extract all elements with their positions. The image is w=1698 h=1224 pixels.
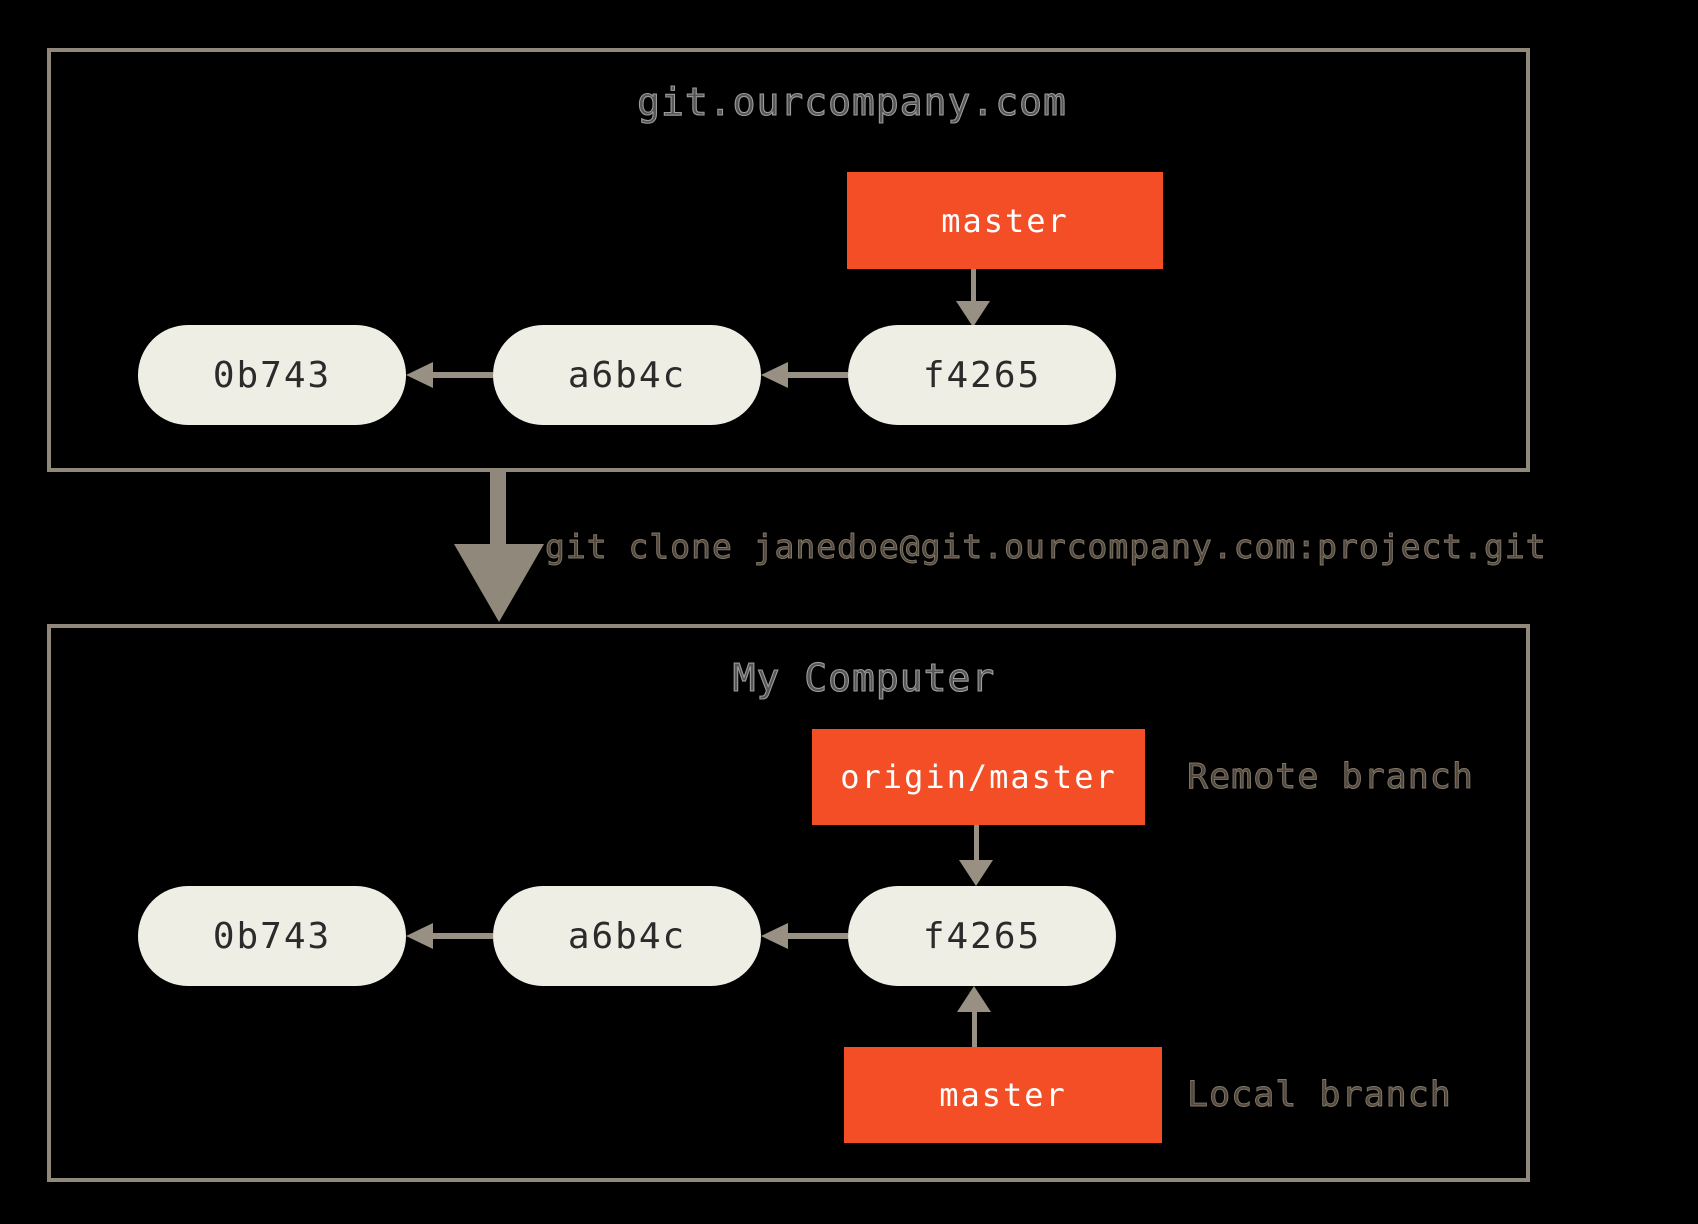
arrow-local-master-to-f4265: [972, 1012, 977, 1047]
clone-transfer-arrow: [490, 470, 506, 546]
arrow-a6b4c-to-0b743: [433, 933, 493, 939]
arrow-f4265-to-a6b4c: [788, 933, 848, 939]
commit-node: a6b4c: [493, 886, 761, 986]
commit-hash: 0b743: [212, 915, 332, 957]
my-computer-box: [47, 624, 1530, 1182]
remote-branch-annotation: Remote branch: [1187, 757, 1474, 798]
my-computer-title: My Computer: [732, 655, 996, 700]
arrow-origin-master-to-f4265: [974, 825, 979, 862]
local-branch-annotation: Local branch: [1187, 1075, 1452, 1116]
clone-command-text: git clone janedoe@git.ourcompany.com:pro…: [545, 527, 1547, 567]
arrow-head-down-icon: [959, 860, 993, 886]
commit-hash: a6b4c: [567, 915, 687, 957]
commit-hash: 0b743: [212, 354, 332, 396]
arrow-remote-master-to-f4265: [971, 269, 976, 303]
remote-server-title: git.ourcompany.com: [637, 79, 1067, 124]
commit-node: a6b4c: [493, 325, 761, 425]
local-master-branch-label: master: [844, 1047, 1162, 1143]
clone-transfer-arrow-head-icon: [454, 544, 544, 622]
arrow-head-left-icon: [761, 923, 788, 949]
arrow-head-left-icon: [406, 362, 433, 388]
branch-label-text: master: [941, 201, 1069, 240]
arrow-f4265-to-a6b4c: [788, 372, 848, 378]
arrow-head-up-icon: [957, 986, 991, 1012]
commit-node: 0b743: [138, 886, 406, 986]
commit-node: f4265: [848, 886, 1116, 986]
arrow-head-down-icon: [956, 301, 990, 327]
commit-hash: f4265: [922, 354, 1042, 396]
arrow-head-left-icon: [406, 923, 433, 949]
branch-label-text: origin/master: [840, 758, 1117, 796]
commit-hash: f4265: [922, 915, 1042, 957]
commit-hash: a6b4c: [567, 354, 687, 396]
remote-server-box: [47, 48, 1530, 472]
origin-master-branch-label: origin/master: [812, 729, 1145, 825]
arrow-a6b4c-to-0b743: [433, 372, 493, 378]
commit-node: f4265: [848, 325, 1116, 425]
branch-label-text: master: [939, 1076, 1067, 1114]
remote-master-branch-label: master: [847, 172, 1163, 269]
commit-node: 0b743: [138, 325, 406, 425]
arrow-head-left-icon: [761, 362, 788, 388]
